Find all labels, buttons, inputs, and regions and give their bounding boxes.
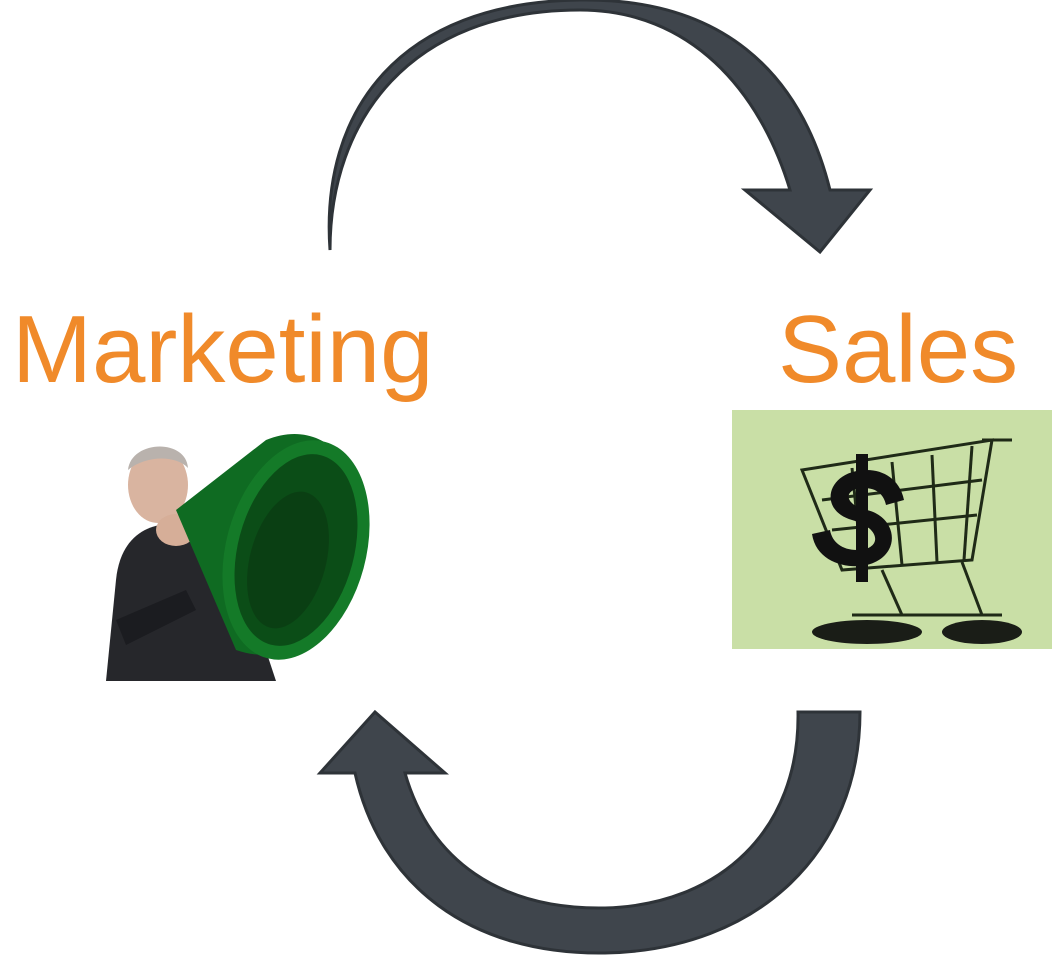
sales-photo — [732, 410, 1052, 649]
top-curved-arrow-icon — [327, 0, 874, 255]
dollar-sign-icon — [812, 454, 904, 582]
marketing-label: Marketing — [12, 296, 434, 403]
marketing-photo — [76, 410, 381, 681]
sales-label: Sales — [778, 296, 1019, 403]
bottom-curved-arrow-icon — [316, 709, 862, 955]
